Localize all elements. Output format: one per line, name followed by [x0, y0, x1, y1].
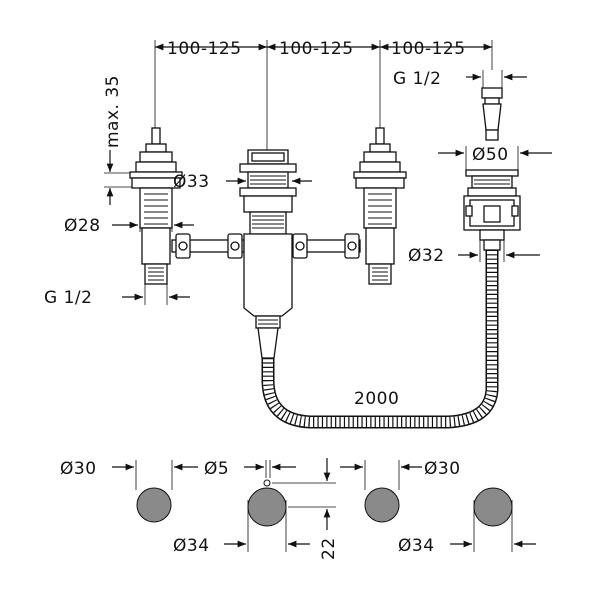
spacing-dimension: 100-125 100-125 100-125 [154, 39, 493, 150]
hole-d30-right-label: Ø30 [424, 459, 461, 479]
center-mixer [239, 149, 297, 359]
d28-dimension: Ø28 [64, 216, 194, 236]
hole-30-right [364, 487, 400, 523]
hole-d34-left-label: Ø34 [173, 536, 210, 556]
hole-30-left [136, 487, 172, 523]
left-valve [129, 127, 183, 285]
connecting-pipes [171, 233, 361, 259]
d32-label: Ø32 [408, 246, 445, 266]
spacing-label-1: 100-125 [167, 39, 242, 59]
thread-top-dimension: G 1/2 [393, 69, 527, 89]
hose [261, 250, 499, 429]
hole-5 [263, 479, 271, 487]
d50-label: Ø50 [472, 145, 509, 165]
hole-pattern: Ø30 Ø5 Ø30 Ø34 Ø34 22 [60, 458, 536, 560]
hole-d5-label: Ø5 [204, 459, 229, 479]
hole-34-left [247, 487, 287, 527]
d33-label: Ø33 [173, 172, 210, 192]
d33-dimension: Ø33 [173, 172, 312, 192]
thread-left-label: G 1/2 [44, 288, 92, 308]
spacing-label-3: 100-125 [391, 39, 466, 59]
max-height-label: max. 35 [103, 75, 123, 148]
d50-dimension: Ø50 [438, 145, 552, 170]
thread-top-label: G 1/2 [393, 69, 441, 89]
d28-label: Ø28 [64, 216, 101, 236]
thread-left-dimension: G 1/2 [44, 284, 190, 308]
right-valve [353, 127, 407, 285]
hole-34-right [473, 487, 513, 527]
hose-length-label: 2000 [354, 389, 399, 409]
offset-22-label: 22 [319, 537, 339, 560]
hole-d34-right-label: Ø34 [398, 536, 435, 556]
hose-outlet-assembly [463, 87, 521, 251]
d32-dimension: Ø32 [408, 240, 540, 266]
hole-d30-left-label: Ø30 [60, 459, 97, 479]
spacing-label-2: 100-125 [279, 39, 354, 59]
